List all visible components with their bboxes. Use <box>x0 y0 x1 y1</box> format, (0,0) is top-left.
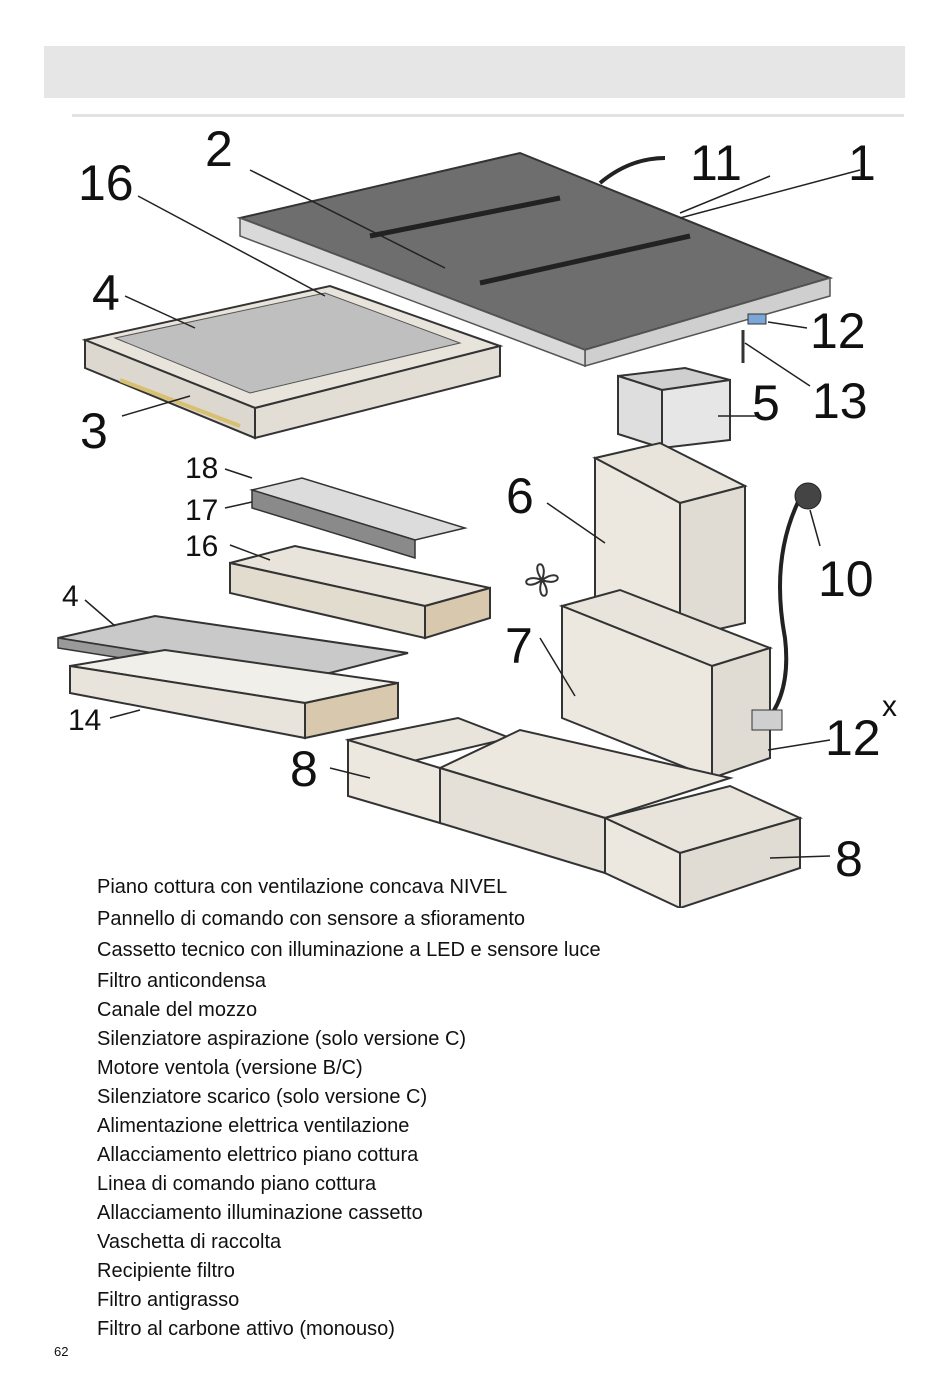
legend-item: Filtro anticondensa <box>97 969 266 992</box>
callout-8-left: 8 <box>290 741 318 797</box>
parts-legend: Piano cottura con ventilazione concava N… <box>97 872 601 1344</box>
legend-item: Linea di comando piano cottura <box>97 1172 377 1195</box>
callout-13: 13 <box>812 373 868 429</box>
filter-box-part <box>617 366 731 450</box>
callout-18: 18 <box>185 452 218 485</box>
led-strip-part <box>249 477 468 560</box>
legend-item: Allacciamento elettrico piano cottura <box>97 1143 419 1166</box>
legend-item: Canale del mozzo <box>97 998 258 1021</box>
callout-12-duplicate: 12 <box>825 710 881 766</box>
drawer-part <box>81 284 504 440</box>
legend-item: Recipiente filtro <box>97 1259 235 1282</box>
connector-12 <box>747 313 767 325</box>
callout-17: 17 <box>185 494 218 527</box>
callout-10: 10 <box>818 551 874 607</box>
callout-3: 3 <box>80 403 108 459</box>
header-rule <box>72 114 904 117</box>
legend-item: Cassetto tecnico con illuminazione a LED… <box>97 939 601 961</box>
legend-item: Silenziatore aspirazione (solo versione … <box>97 1027 467 1050</box>
callout-6: 6 <box>506 468 534 524</box>
legend-item: Filtro antigrasso <box>97 1288 240 1311</box>
callout-4-stack: 4 <box>62 580 79 613</box>
legend-item: Filtro al carbone attivo (monouso) <box>97 1317 395 1340</box>
callout-7: 7 <box>505 618 533 674</box>
legend-item: Piano cottura con ventilazione concava N… <box>97 876 508 898</box>
plug-icon <box>794 482 822 510</box>
legend-item: Motore ventola (versione B/C) <box>97 1056 363 1079</box>
callout-16-stack: 16 <box>185 530 218 563</box>
legend-item: Silenziatore scarico (solo versione C) <box>97 1085 428 1108</box>
callout-2: 2 <box>205 121 233 177</box>
legend-item: Vaschetta di raccolta <box>97 1230 282 1253</box>
legend-item: Alimentazione elettrica ventilazione <box>97 1114 410 1137</box>
collection-tray-part <box>69 648 399 740</box>
anticondensate-filter-part <box>229 544 491 640</box>
callout-8-right: 8 <box>835 831 863 887</box>
junction-box <box>751 709 783 731</box>
page-number: 62 <box>54 1344 69 1359</box>
leader-lines <box>84 169 861 859</box>
callout-12-x-mark: x <box>882 690 897 723</box>
hob-part <box>236 151 834 368</box>
power-cable-hob <box>598 156 666 185</box>
header-bar <box>44 46 905 98</box>
callout-12: 12 <box>810 303 866 359</box>
callout-16: 16 <box>78 155 134 211</box>
callout-14: 14 <box>68 704 101 737</box>
fan-motor-part <box>558 588 774 780</box>
legend-item: Pannello di comando con sensore a sfiora… <box>97 907 526 930</box>
callout-1: 1 <box>848 135 876 191</box>
silencer-right-part <box>602 784 803 908</box>
exploded-diagram: 2 16 4 3 11 1 12 13 5 6 10 7 12 x 8 8 18… <box>40 118 920 908</box>
callout-11: 11 <box>690 135 742 191</box>
fan-icon <box>525 563 559 597</box>
power-cable-ventilation <box>758 497 802 730</box>
callout-4: 4 <box>92 265 120 321</box>
legend-item: Allacciamento illuminazione cassetto <box>97 1201 423 1224</box>
callout-5: 5 <box>752 375 780 431</box>
